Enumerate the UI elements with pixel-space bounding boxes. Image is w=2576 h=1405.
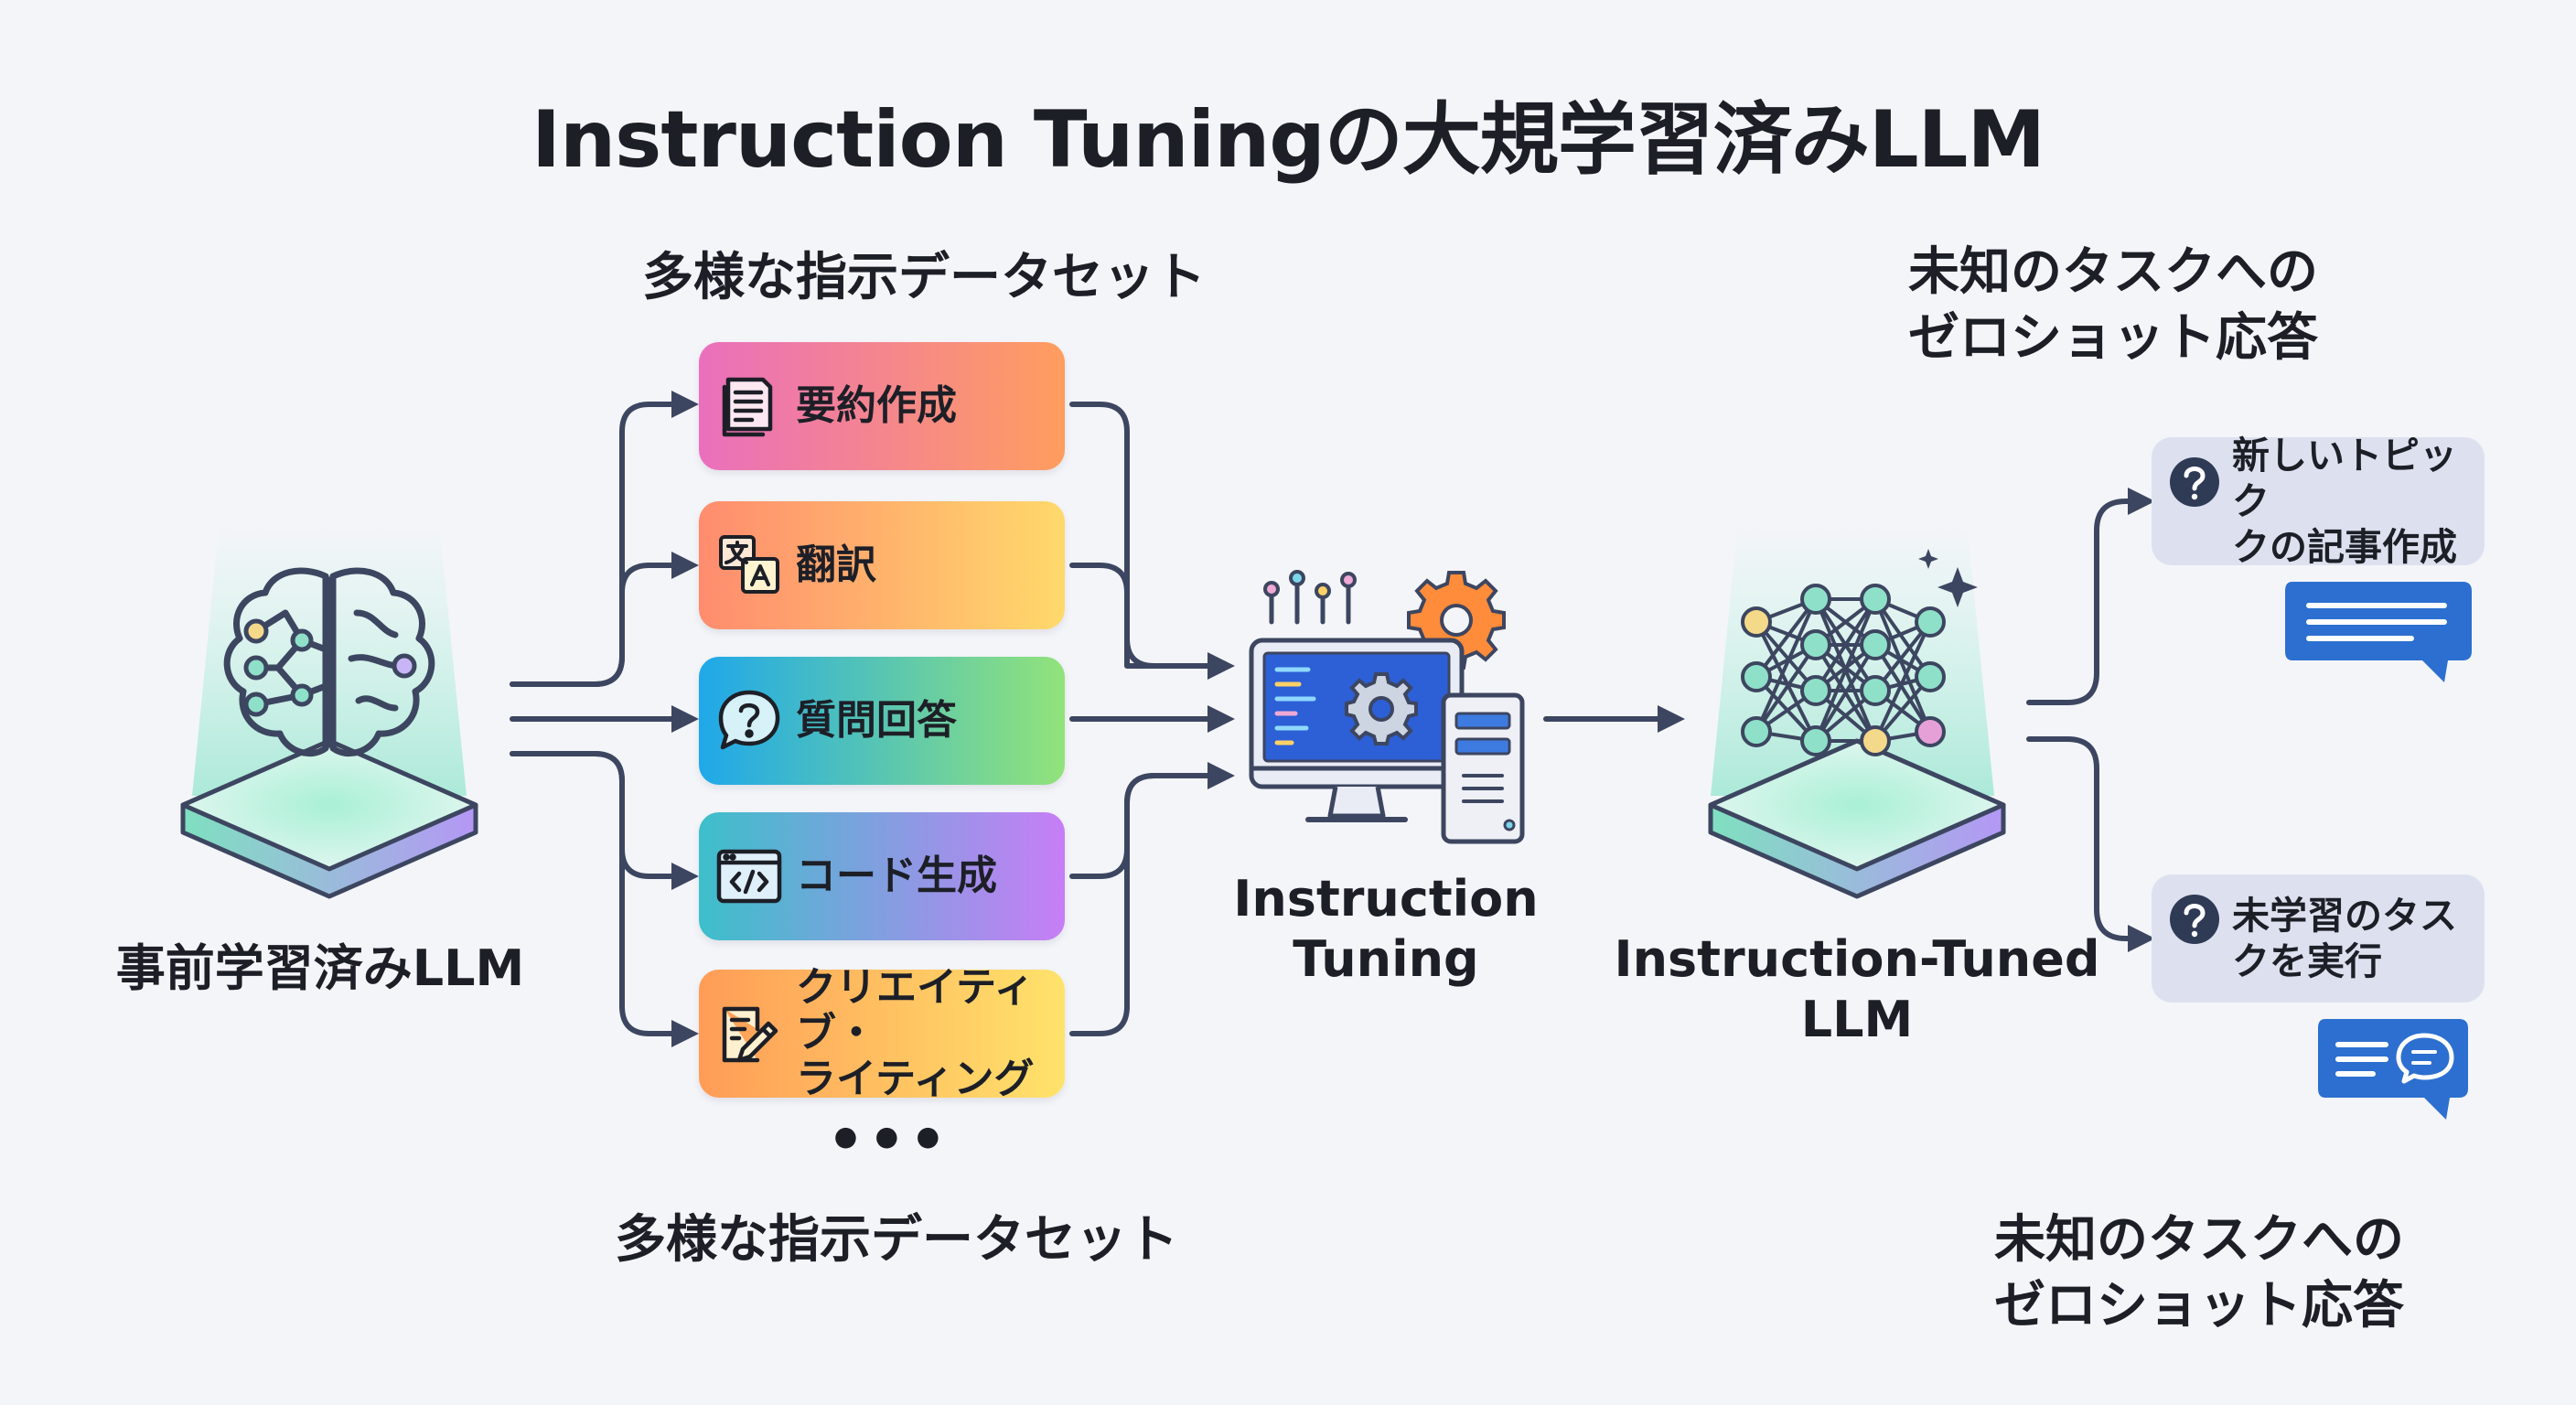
arrow-to-translate bbox=[510, 552, 699, 687]
outputs-heading-bottom-line2: ゼロショット応答 bbox=[1994, 1276, 2404, 1335]
output-label-line2: クの記事作成 bbox=[2232, 525, 2457, 569]
arrow-summary-to-tuning bbox=[1069, 402, 1235, 680]
task-label: 質問回答 bbox=[796, 697, 957, 744]
output-label-line2: クを実行 bbox=[2232, 939, 2382, 983]
output-label-line1: 未学習のタス bbox=[2232, 894, 2457, 938]
tuned-llm-line1: Instruction-Tuned bbox=[1614, 930, 2100, 988]
speech-bubble-text-icon bbox=[2285, 582, 2472, 682]
nn-edge bbox=[1755, 597, 1818, 679]
output-label: 新しいトピック クの記事作成 bbox=[2232, 433, 2485, 570]
question-icon bbox=[2170, 457, 2219, 507]
nn-edge bbox=[1755, 598, 1818, 733]
nn-node bbox=[1860, 629, 1891, 660]
outputs-heading-bottom-line1: 未知のタスクへの bbox=[1994, 1210, 2404, 1270]
nn-node bbox=[1860, 675, 1891, 706]
brain-icon bbox=[180, 521, 478, 899]
nn-edge bbox=[1755, 621, 1818, 742]
task-label: 要約作成 bbox=[796, 382, 957, 429]
nn-node bbox=[1741, 716, 1772, 747]
nn-edge bbox=[1873, 643, 1932, 734]
arrow-to-output-2 bbox=[2026, 736, 2155, 952]
nn-edge bbox=[1873, 597, 1932, 679]
task-label-line2: ライティング bbox=[796, 1056, 1035, 1102]
instruction-tuning-line2: Tuning bbox=[1293, 930, 1479, 988]
output-label: 未学習のタス クを実行 bbox=[2232, 893, 2457, 984]
nn-edge bbox=[1873, 621, 1932, 742]
nn-node bbox=[1860, 725, 1891, 756]
arrow-creative-to-tuning bbox=[1069, 773, 1157, 1036]
question-icon bbox=[2170, 895, 2219, 944]
nn-node bbox=[1915, 606, 1946, 638]
translate-icon bbox=[719, 535, 779, 594]
neural-network-icon bbox=[1708, 521, 2006, 899]
outputs-heading-top: 未知のタスクへの ゼロショット応答 bbox=[1908, 240, 2420, 371]
outputs-heading-top-line2: ゼロショット応答 bbox=[1908, 308, 2318, 368]
datasets-heading-bottom: 多様な指示データセット bbox=[615, 1210, 1178, 1270]
outputs-heading-bottom: 未知のタスクへの ゼロショット応答 bbox=[1994, 1207, 2506, 1339]
task-label-line1: クリエイティブ・ bbox=[796, 964, 1035, 1056]
task-label: コード生成 bbox=[796, 853, 997, 899]
output-new-topic-article: 新しいトピック クの記事作成 bbox=[2152, 434, 2485, 569]
output-label-line1: 新しいトピック bbox=[2232, 434, 2457, 523]
nn-edge bbox=[1814, 643, 1877, 743]
task-creative-writing: クリエイティブ・ ライティング bbox=[699, 965, 1065, 1102]
arrow-to-summary bbox=[510, 391, 699, 687]
code-icon bbox=[716, 849, 782, 904]
outputs-heading-top-line1: 未知のタスクへの bbox=[1908, 242, 2318, 302]
instruction-tuning-label: Instruction Tuning bbox=[1189, 869, 1583, 990]
tuned-llm-line2: LLM bbox=[1800, 991, 1914, 1048]
instruction-tuning-line1: Instruction bbox=[1233, 870, 1539, 928]
nn-node bbox=[1741, 606, 1772, 638]
task-translate: 翻訳 bbox=[699, 501, 1065, 629]
more-datasets-ellipsis: ••• bbox=[827, 1107, 950, 1174]
arrow-to-creative bbox=[510, 751, 699, 1047]
speech-bubble-chat-icon bbox=[2318, 1019, 2468, 1120]
task-label: クリエイティブ・ ライティング bbox=[796, 965, 1065, 1102]
nn-node bbox=[1800, 584, 1831, 615]
page-title: Instruction Tuningの大規学習済みLLM bbox=[531, 94, 2045, 186]
pencil-icon bbox=[722, 1006, 778, 1063]
arrow-code-to-tuning bbox=[1069, 762, 1235, 879]
nn-edge bbox=[1814, 597, 1877, 692]
task-qa: 質問回答 bbox=[699, 657, 1065, 785]
arrow-to-code bbox=[510, 751, 699, 890]
task-summary: 要約作成 bbox=[699, 342, 1065, 470]
nn-node bbox=[1800, 725, 1831, 756]
arrow-to-output-1 bbox=[2026, 488, 2155, 705]
nn-edge bbox=[1755, 643, 1818, 734]
datasets-heading-top: 多様な指示データセット bbox=[642, 248, 1206, 307]
tuned-llm-label: Instruction-Tuned LLM bbox=[1610, 929, 2104, 1050]
nn-node bbox=[1800, 675, 1831, 706]
nn-node bbox=[1860, 584, 1891, 615]
nn-node bbox=[1741, 661, 1772, 692]
question-bubble-icon bbox=[718, 690, 780, 750]
nn-node bbox=[1915, 661, 1946, 692]
nn-node bbox=[1915, 716, 1946, 747]
nn-edge bbox=[1873, 598, 1932, 733]
output-unlearned-task: 未学習のタス クを実行 bbox=[2152, 874, 2485, 1003]
computer-gear-icon bbox=[1249, 570, 1525, 844]
task-code: コード生成 bbox=[699, 812, 1065, 940]
nn-node bbox=[1800, 629, 1831, 660]
arrow-translate-to-tuning bbox=[1069, 563, 1227, 669]
nn-edge bbox=[1814, 598, 1877, 742]
document-icon bbox=[722, 377, 773, 437]
pretrained-llm-label: 事前学習済みLLM bbox=[115, 939, 525, 997]
task-label: 翻訳 bbox=[796, 542, 876, 588]
